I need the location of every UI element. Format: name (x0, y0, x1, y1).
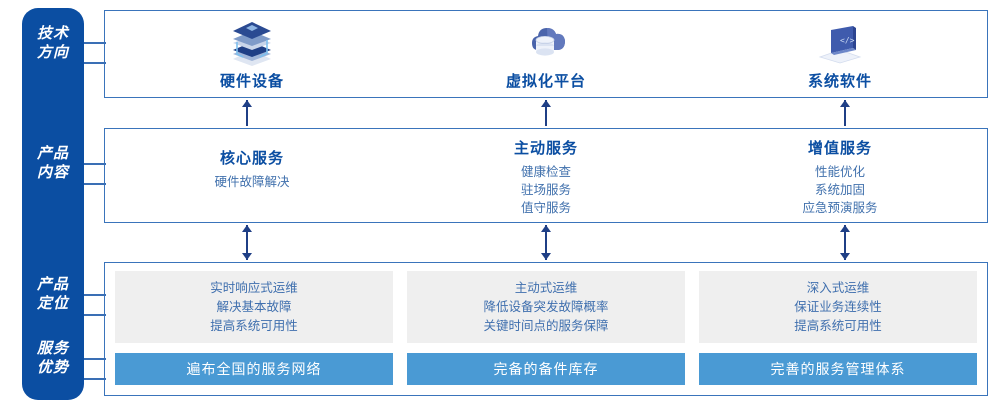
rail-label-tech-direction: 技术 方向 (22, 24, 84, 62)
category-rail (22, 8, 84, 400)
advantage-bar-management-system[interactable]: 完善的服务管理体系 (699, 353, 977, 385)
tech-direction-row: 硬件设备 (104, 10, 988, 98)
tech-title-virtualization: 虚拟化平台 (505, 72, 586, 90)
connector-stub-tech-upper (84, 42, 106, 44)
rail-label-service-advantage-line2: 优势 (36, 359, 69, 376)
advantage-bar-spare-parts[interactable]: 完备的备件库存 (407, 353, 685, 385)
content-cell-core-service[interactable]: 核心服务 硬件故障解决 (105, 129, 399, 222)
server-stack-icon (223, 18, 281, 68)
positioning-and-advantage-row: 实时响应式运维 解决基本故障 提高系统可用性 遍布全国的服务网络 主动式运维 降… (104, 262, 988, 396)
content-cell-proactive-service[interactable]: 主动服务 健康检查 驻场服务 值守服务 (399, 129, 693, 222)
content-item: 驻场服务 (520, 182, 571, 197)
content-items-value-added-service: 性能优化 系统加固 应急预演服务 (802, 163, 877, 217)
positioning-line: 提高系统可用性 (210, 318, 298, 333)
positioning-line: 降低设备突发故障概率 (483, 299, 609, 314)
bottom-column-deep: 深入式运维 保证业务连续性 提高系统可用性 完善的服务管理体系 (699, 271, 977, 385)
rail-label-tech-direction-line1: 技术 (36, 25, 69, 42)
rail-label-product-positioning: 产品 定位 (22, 275, 84, 313)
content-cell-value-added-service[interactable]: 增值服务 性能优化 系统加固 应急预演服务 (693, 129, 987, 222)
positioning-line: 提高系统可用性 (794, 318, 882, 333)
positioning-panel-proactive[interactable]: 主动式运维 降低设备突发故障概率 关键时间点的服务保障 (407, 271, 685, 343)
connector-stub-tech-lower (84, 62, 106, 64)
content-items-proactive-service: 健康检查 驻场服务 值守服务 (521, 163, 571, 217)
rail-label-product-content-line2: 内容 (36, 164, 69, 181)
arrow-proactive-service-bidirectional-icon (539, 225, 553, 260)
arrow-value-added-service-bidirectional-icon (838, 225, 852, 260)
arrow-system-software-up-icon (838, 100, 852, 126)
connector-stub-positioning-lower (84, 314, 106, 316)
code-laptop-icon: </> (811, 18, 869, 68)
bottom-column-realtime: 实时响应式运维 解决基本故障 提高系统可用性 遍布全国的服务网络 (115, 271, 393, 385)
arrow-hardware-up-icon (240, 100, 254, 126)
tech-title-hardware: 硬件设备 (219, 72, 284, 90)
arrow-core-service-bidirectional-icon (240, 225, 254, 260)
rail-label-service-advantage: 服务 优势 (22, 339, 84, 377)
rail-label-product-positioning-line2: 定位 (36, 295, 69, 312)
product-content-row: 核心服务 硬件故障解决 主动服务 健康检查 驻场服务 值守服务 增值服务 性能优… (104, 128, 988, 223)
positioning-line: 主动式运维 (514, 280, 578, 295)
content-title-value-added-service: 增值服务 (807, 139, 872, 157)
rail-label-product-positioning-line1: 产品 (36, 276, 69, 293)
content-items-core-service: 硬件故障解决 (214, 173, 289, 191)
positioning-line: 保证业务连续性 (794, 299, 882, 314)
content-item: 硬件故障解决 (214, 175, 290, 189)
positioning-line: 解决基本故障 (216, 299, 292, 314)
connector-stub-positioning-upper (84, 294, 106, 296)
content-item: 值守服务 (520, 200, 571, 215)
positioning-panel-deep[interactable]: 深入式运维 保证业务连续性 提高系统可用性 (699, 271, 977, 343)
connector-stub-advantage-upper (84, 358, 106, 360)
positioning-line: 实时响应式运维 (210, 280, 298, 295)
rail-label-product-content: 产品 内容 (22, 144, 84, 182)
positioning-line: 关键时间点的服务保障 (483, 318, 609, 333)
positioning-panel-realtime[interactable]: 实时响应式运维 解决基本故障 提高系统可用性 (115, 271, 393, 343)
tech-title-system-software: 系统软件 (807, 72, 872, 90)
tech-cell-hardware[interactable]: 硬件设备 (105, 11, 399, 97)
connector-stub-content-lower (84, 183, 106, 185)
rail-label-tech-direction-line2: 方向 (36, 44, 69, 61)
tech-cell-virtualization[interactable]: 虚拟化平台 (399, 11, 693, 97)
content-item: 系统加固 (814, 182, 865, 197)
content-item: 性能优化 (814, 164, 865, 179)
svg-text:</>: </> (840, 36, 855, 45)
content-title-core-service: 核心服务 (219, 150, 284, 167)
rail-label-service-advantage-line1: 服务 (36, 340, 69, 357)
bottom-column-proactive: 主动式运维 降低设备突发故障概率 关键时间点的服务保障 完备的备件库存 (407, 271, 685, 385)
connector-stub-advantage-lower (84, 378, 106, 380)
arrow-virtualization-up-icon (539, 100, 553, 126)
content-title-proactive-service: 主动服务 (513, 139, 578, 157)
content-item: 应急预演服务 (802, 200, 878, 215)
connector-stub-content-upper (84, 163, 106, 165)
tech-cell-system-software[interactable]: </> 系统软件 (693, 11, 987, 97)
cloud-database-icon (517, 18, 575, 68)
rail-label-product-content-line1: 产品 (36, 145, 69, 162)
positioning-line: 深入式运维 (806, 280, 870, 295)
advantage-bar-service-network[interactable]: 遍布全国的服务网络 (115, 353, 393, 385)
content-item: 健康检查 (520, 164, 571, 179)
